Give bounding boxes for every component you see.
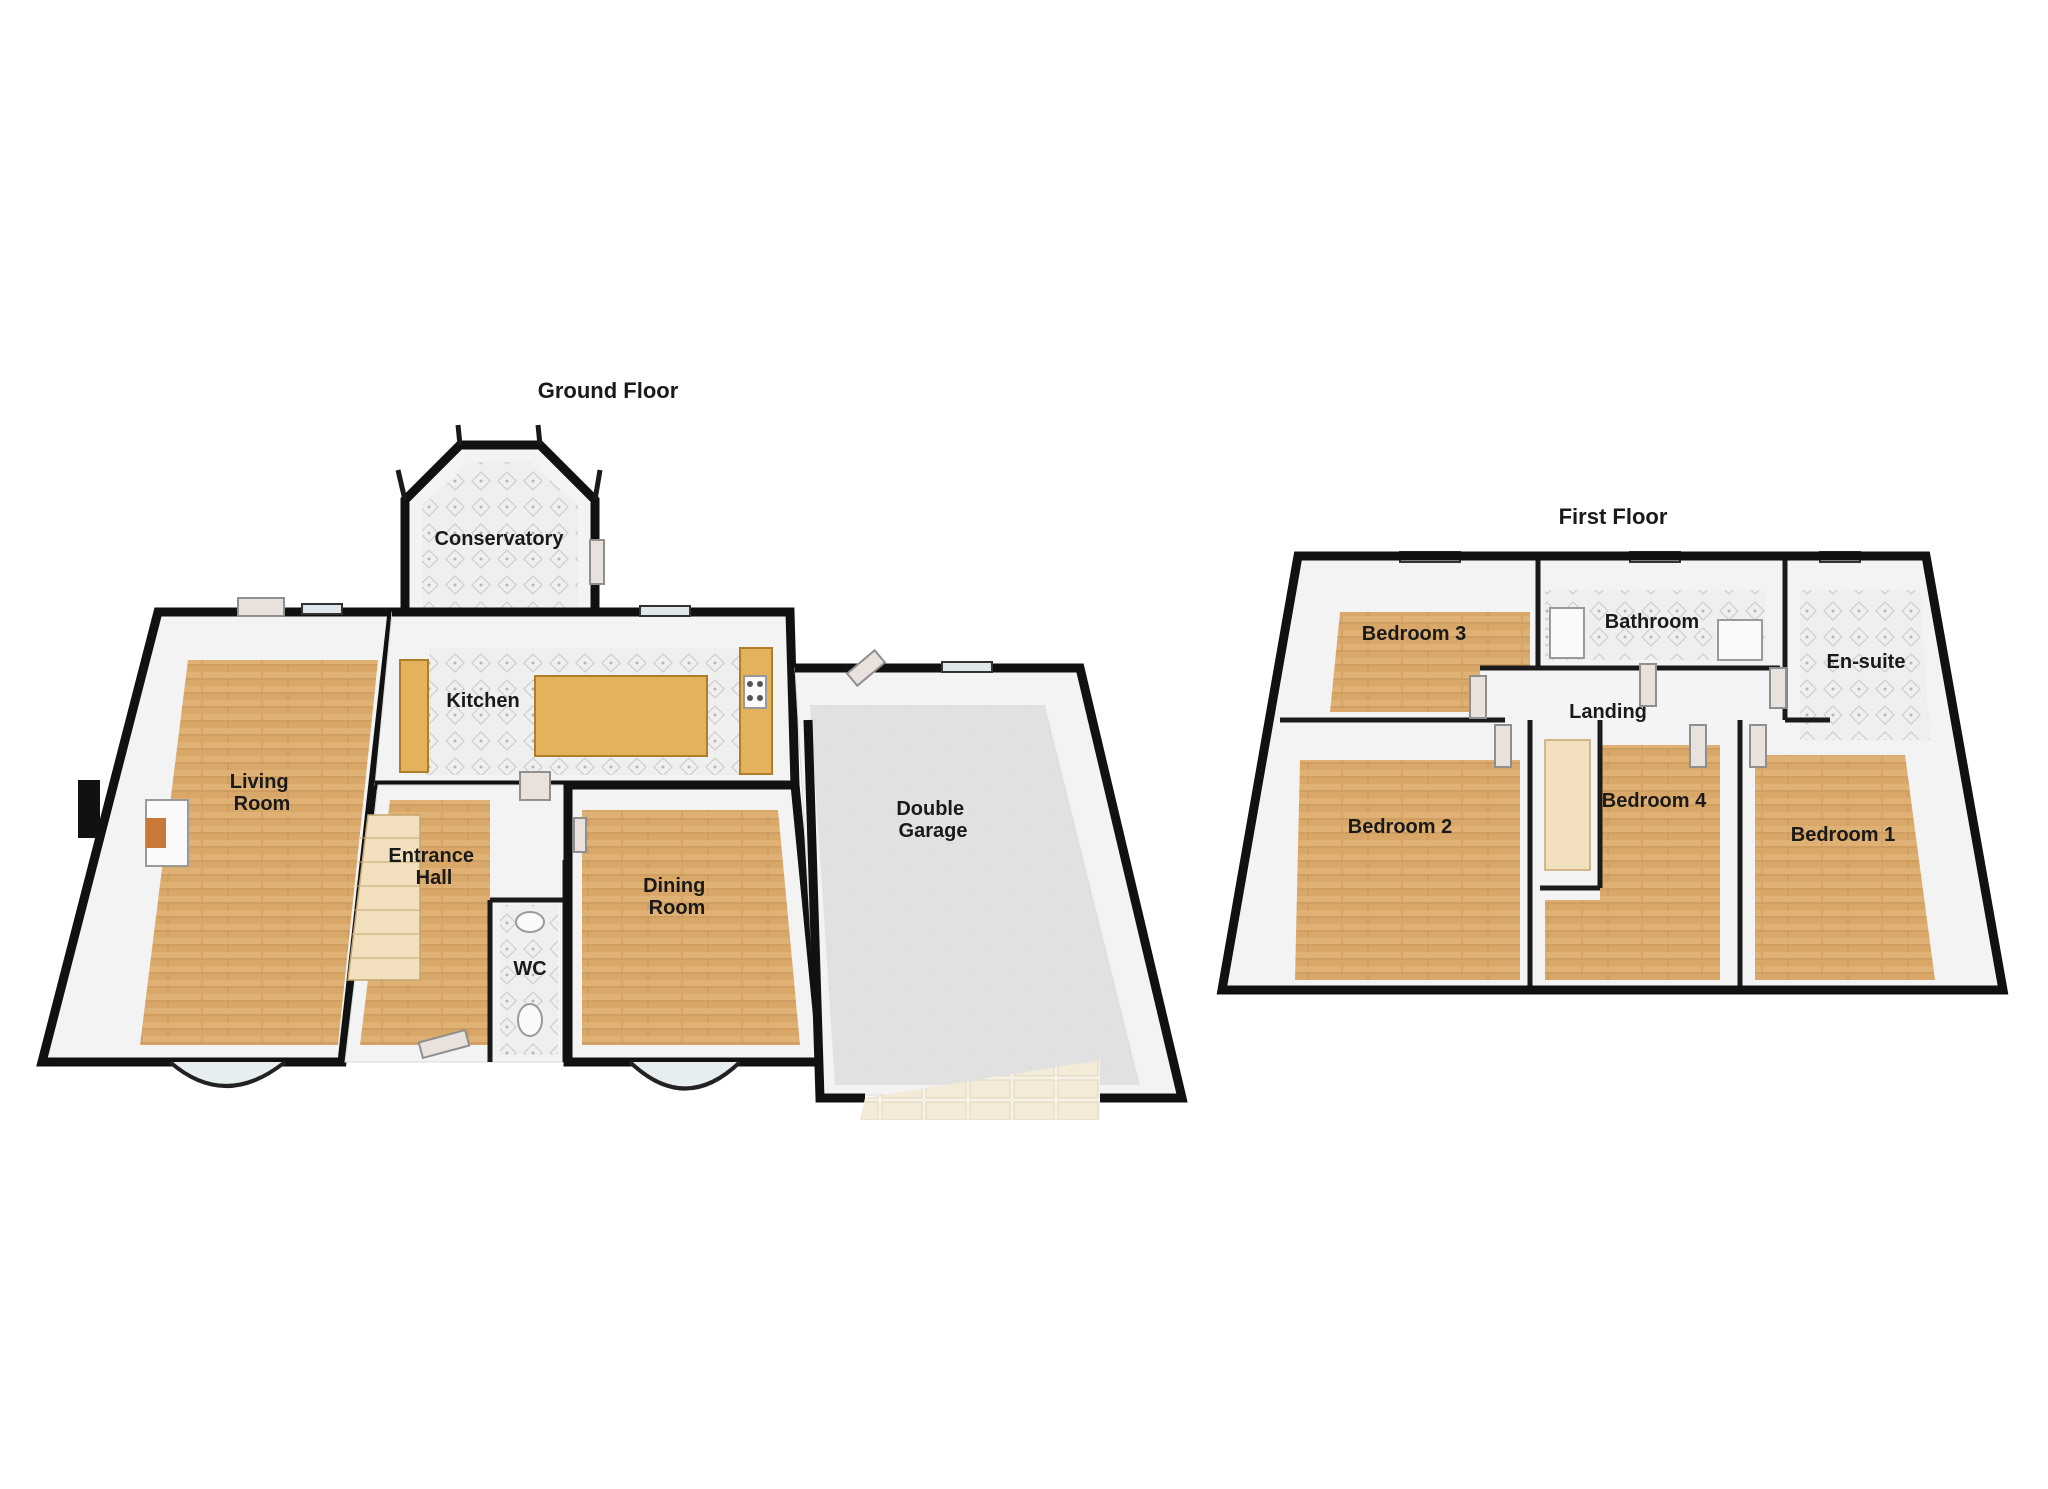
double-garage	[794, 648, 1188, 1120]
bedroom-2-label: Bedroom 2	[1348, 816, 1452, 838]
bedroom-4-door	[1689, 724, 1707, 768]
landing	[1480, 668, 1780, 871]
ground-floor-title: Ground Floor	[538, 378, 679, 403]
dining-room-door	[573, 817, 587, 853]
conservatory-label: Conservatory	[435, 528, 565, 550]
entrance-hall-label: Entrance Hall	[388, 845, 479, 889]
wc	[487, 860, 568, 1063]
first-floor: First Floor	[1216, 504, 2009, 995]
shower	[1717, 619, 1763, 661]
bedroom-4	[1545, 745, 1720, 980]
wc-basin	[515, 911, 545, 933]
conservatory-door	[589, 539, 605, 585]
en-suite-label: En-suite	[1827, 651, 1906, 673]
kitchen-window	[639, 605, 691, 617]
kitchen-counter-left	[399, 659, 429, 773]
wc-toilet	[517, 1003, 543, 1037]
bedroom-3-label: Bedroom 3	[1362, 623, 1466, 645]
first-floor-internal-walls	[1280, 556, 1830, 990]
living-room	[36, 597, 398, 1088]
bathroom-label: Bathroom	[1605, 611, 1699, 633]
double-garage-label: Double Garage	[896, 798, 969, 842]
wc-label: WC	[513, 958, 546, 980]
staircase	[347, 814, 421, 981]
hall-door	[519, 771, 551, 801]
bath	[1549, 607, 1585, 659]
garage-side-door	[845, 648, 887, 688]
bedroom-2-door	[1494, 724, 1512, 768]
landing-label: Landing	[1569, 701, 1647, 723]
kitchen-label: Kitchen	[446, 690, 519, 712]
kitchen-counter-right	[739, 647, 773, 775]
bathroom-door	[1639, 663, 1657, 707]
living-room-label: Living Room	[230, 771, 294, 815]
hob	[743, 675, 767, 709]
chimney-breast	[78, 780, 100, 838]
living-room-patio-door	[237, 597, 285, 617]
kitchen	[374, 605, 800, 790]
bedroom-3-door	[1469, 675, 1487, 719]
ground-floor: Ground Floor	[36, 378, 1188, 1120]
first-floor-title: First Floor	[1559, 504, 1668, 529]
front-door	[417, 1028, 471, 1060]
dining-room	[563, 780, 827, 1091]
bedroom-1-door	[1749, 724, 1767, 768]
living-room-rear-window	[301, 603, 343, 615]
dining-room-label: Dining Room	[643, 875, 711, 919]
bedroom-4-label: Bedroom 4	[1602, 790, 1707, 812]
en-suite-door	[1769, 667, 1787, 709]
garage-window	[941, 661, 993, 673]
bedroom-1	[1755, 755, 1935, 980]
first-floor-stairs	[1544, 739, 1591, 871]
bedroom-1-label: Bedroom 1	[1791, 824, 1895, 846]
conservatory	[395, 424, 605, 621]
kitchen-island	[534, 675, 708, 757]
bedroom-2	[1295, 760, 1520, 980]
